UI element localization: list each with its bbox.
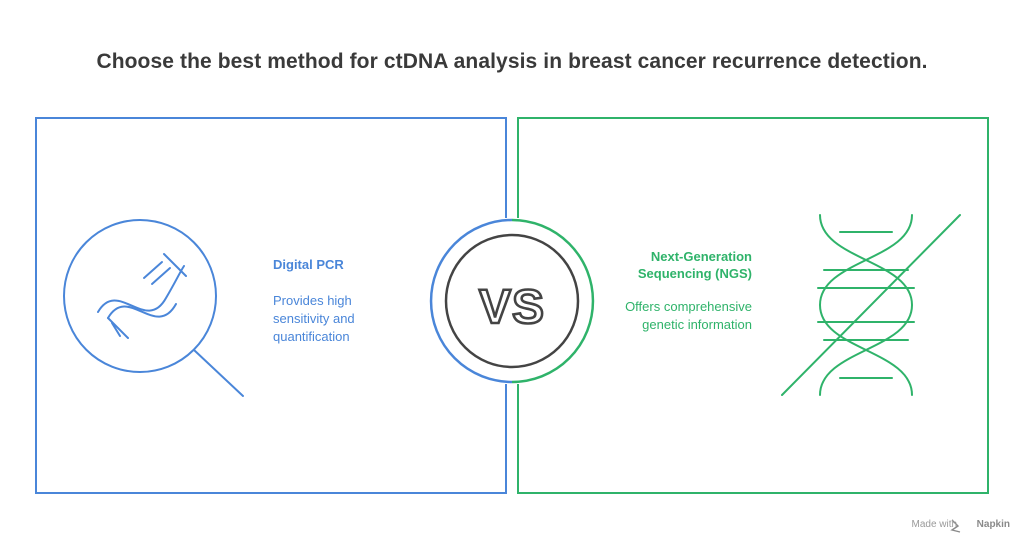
vs-label: VS (478, 280, 546, 336)
napkin-logo-icon (950, 519, 961, 533)
right-option-title: Next-Generation Sequencing (NGS) (637, 249, 752, 281)
magnifier-dna-icon (63, 219, 244, 397)
left-option-title: Digital PCR (273, 257, 344, 272)
footer-attribution: Made with Napkin (912, 519, 1010, 530)
left-option-description: Provides high sensitivity and quantifica… (273, 293, 355, 344)
vs-ring-left (429, 218, 513, 384)
footer-made-with: Made with (911, 519, 958, 530)
vs-circle (444, 233, 580, 369)
right-panel-frame (517, 117, 989, 494)
dna-slash-icon (781, 214, 961, 396)
page-title: Choose the best method for ctDNA analysi… (96, 50, 928, 73)
footer-brand: Napkin (976, 519, 1010, 530)
right-option-description: Offers comprehensive genetic information (625, 299, 752, 332)
left-panel-frame (35, 117, 507, 494)
vs-ring-right (511, 218, 595, 384)
